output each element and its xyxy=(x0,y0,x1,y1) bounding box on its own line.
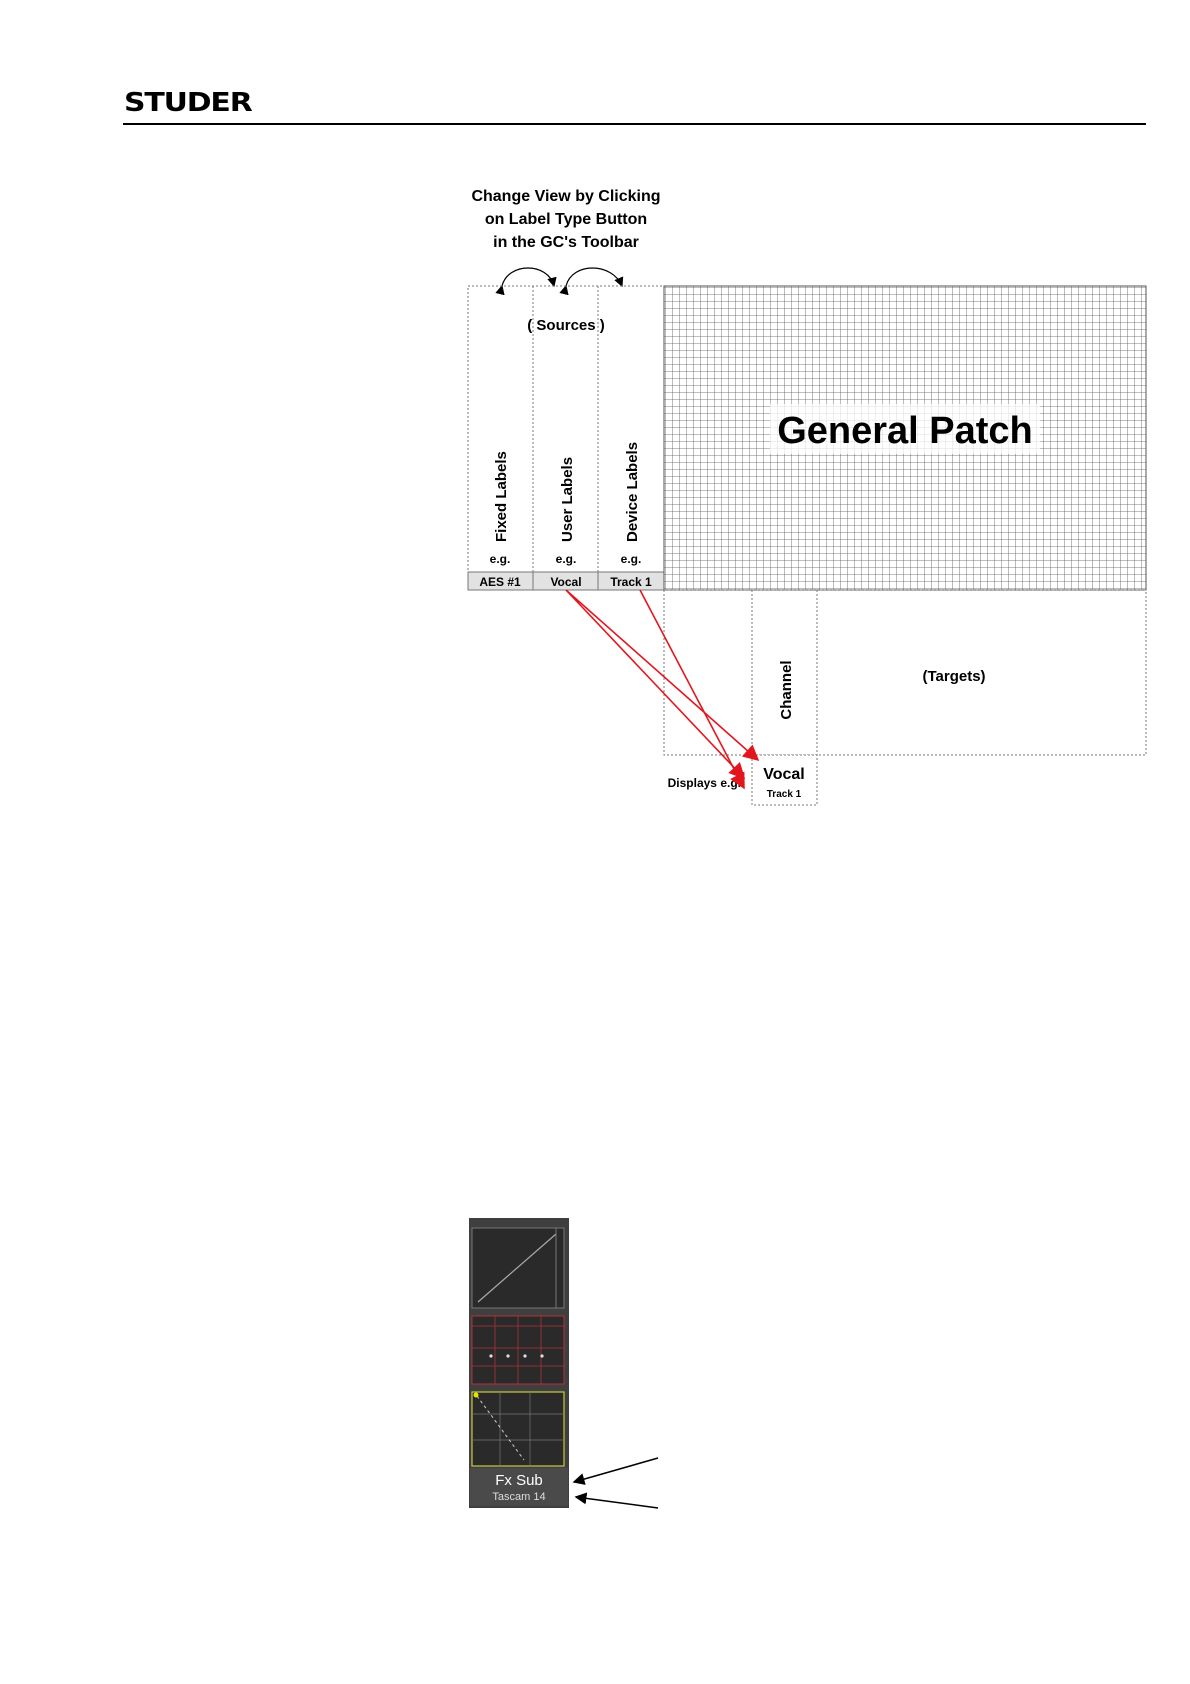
caption-line-3: in the GC's Toolbar xyxy=(493,234,639,251)
device-example: Track 1 xyxy=(610,575,652,589)
user-labels-title: User Labels xyxy=(559,457,576,542)
strip-device-label: Tascam 14 xyxy=(492,1491,545,1503)
caption-line-1: Change View by Clicking xyxy=(471,188,660,205)
display-sub-label: Track 1 xyxy=(767,789,802,800)
fixed-eg: e.g. xyxy=(490,552,511,566)
sources-label: ( Sources ) xyxy=(527,317,605,334)
device-labels-title: Device Labels xyxy=(624,442,641,542)
mapping-arrows xyxy=(566,590,758,788)
user-eg: e.g. xyxy=(556,552,577,566)
channel-strip-image xyxy=(469,1218,569,1508)
device-eg: e.g. xyxy=(621,552,642,566)
displays-label: Displays e.g.: xyxy=(668,776,745,790)
display-main-label: Vocal xyxy=(763,766,805,783)
targets-label: (Targets) xyxy=(922,668,985,685)
fixed-labels-title: Fixed Labels xyxy=(493,451,510,542)
fixed-example: AES #1 xyxy=(479,575,521,589)
strip-pointer-arrows xyxy=(574,1458,658,1508)
strip-name-label: Fx Sub xyxy=(495,1472,543,1489)
channel-label: Channel xyxy=(778,660,795,719)
caption-line-2: on Label Type Button xyxy=(485,211,647,228)
general-patch-title: General Patch xyxy=(777,410,1033,452)
view-switch-arrows xyxy=(502,268,622,286)
user-example: Vocal xyxy=(550,575,581,589)
targets-panel xyxy=(664,590,1146,755)
